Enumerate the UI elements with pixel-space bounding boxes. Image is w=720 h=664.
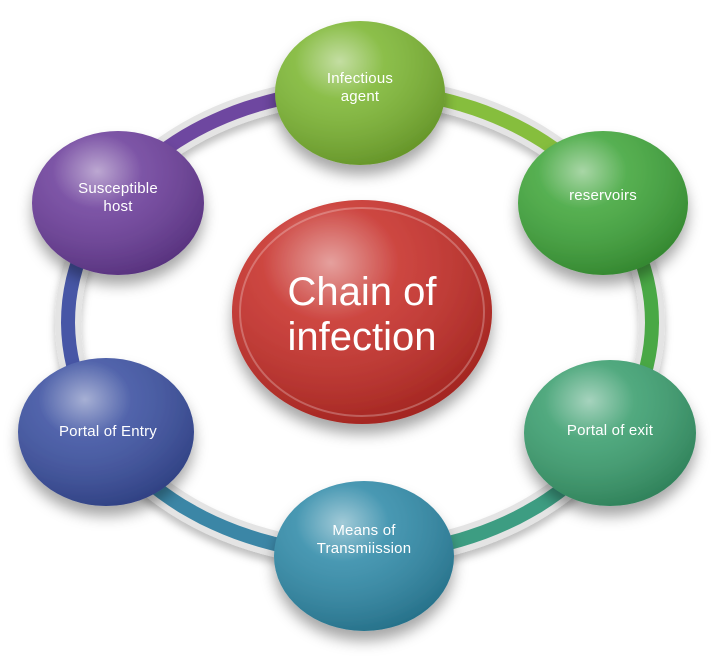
node-reservoirs: reservoirs [518,131,688,275]
node-portal-of-entry: Portal of Entry [18,358,194,506]
means-of-transmission-label-line-2: Transmiission [317,540,412,557]
portal-of-entry-label: Portal of Entry [59,423,157,440]
node-infectious-agent: Infectious agent [275,21,445,165]
node-susceptible-host: Susceptible host [32,131,204,275]
portal-of-exit-label: Portal of exit [567,422,654,439]
node-portal-of-exit: Portal of exit [524,360,696,506]
susceptible-host-label-line-2: host [103,198,133,215]
means-of-transmission-label-line-1: Means of [332,522,396,539]
center-node [232,200,492,424]
susceptible-host-label-line-1: Susceptible [78,180,158,197]
center-title-line-1: Chain of [288,270,438,314]
reservoirs-label: reservoirs [569,187,637,204]
infectious-agent-label-line-1: Infectious [327,70,393,87]
node-means-of-transmission: Means of Transmiission [274,481,454,631]
center-title-line-2: infection [288,315,437,359]
infectious-agent-label-line-2: agent [341,88,380,105]
